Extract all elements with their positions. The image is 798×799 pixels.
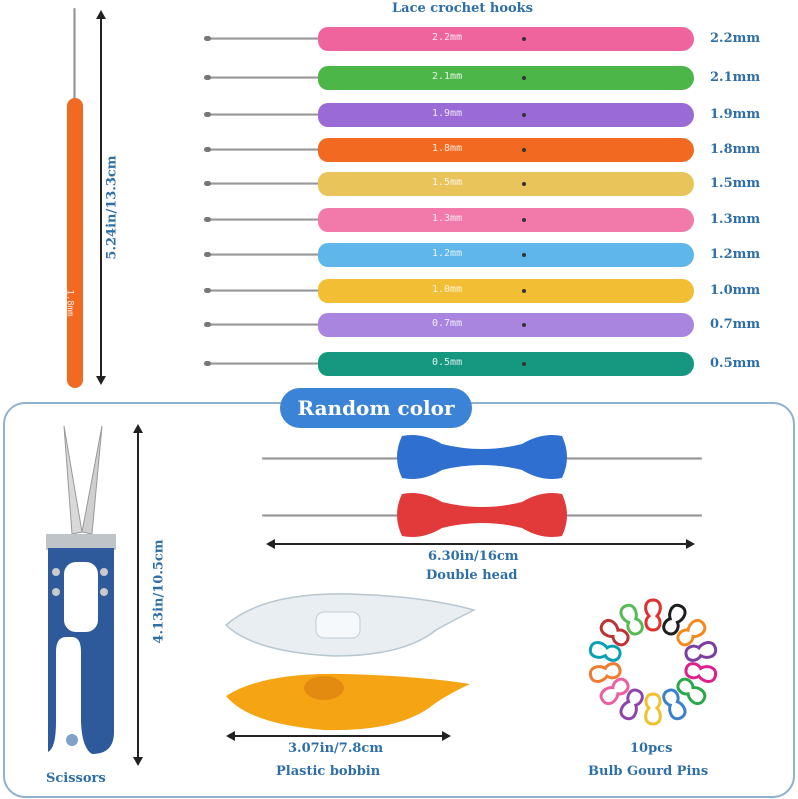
hook-row: 2.1mm: [200, 66, 700, 90]
hook-handle: [318, 313, 694, 337]
hook-row: 1.0mm: [200, 279, 700, 303]
hook-row: 0.5mm: [200, 352, 700, 376]
hook-handle-label: 2.1mm: [432, 71, 463, 82]
hook-size-label: 0.7mm: [710, 317, 761, 332]
hook-handle-label: 1.0mm: [432, 284, 463, 295]
hook-handle: [318, 172, 694, 196]
hook-handle: [318, 208, 694, 232]
bobbin-orange: [224, 666, 474, 736]
hook-size-label: 1.2mm: [710, 247, 761, 262]
scissors-label: Scissors: [46, 771, 106, 786]
hook-handle: [318, 27, 694, 51]
hook-handle: [318, 243, 694, 267]
hook-handle: [318, 138, 694, 162]
scissors-image: [42, 422, 120, 762]
double-head-hook-red: [262, 490, 702, 540]
hook-row: 1.3mm: [200, 208, 700, 232]
bulb-pin: [619, 688, 644, 721]
hook-row: 1.5mm: [200, 172, 700, 196]
random-color-badge: Random color: [280, 388, 472, 428]
hook-handle: [318, 66, 694, 90]
bulb-pin: [599, 618, 630, 647]
hook-handle-label: 1.2mm: [432, 248, 463, 259]
hook-size-label: 1.8mm: [710, 142, 761, 157]
bulb-pin: [684, 662, 718, 683]
bulb-pin: [662, 688, 687, 721]
hook-size-label: 1.0mm: [710, 283, 761, 298]
bobbin-dimension: 3.07in/7.8cm: [288, 741, 384, 756]
single-hook-label: 1.8mm: [64, 289, 75, 317]
hook-handle: [318, 103, 694, 127]
hook-row: 1.8mm: [200, 138, 700, 162]
bulb-pin: [684, 641, 718, 662]
hook-handle-label: 1.9mm: [432, 108, 463, 119]
hook-handle: [318, 279, 694, 303]
bobbin-clear: [224, 590, 479, 660]
bulb-pin: [599, 677, 630, 706]
hook-size-label: 2.2mm: [710, 31, 761, 46]
hook-handle-label: 1.3mm: [432, 213, 463, 224]
hook-size-label: 1.5mm: [710, 176, 761, 191]
page-title: Lace crochet hooks: [392, 1, 534, 16]
bobbin-label: Plastic bobbin: [276, 764, 381, 779]
scissors-dimension: 4.13in/10.5cm: [151, 539, 167, 644]
bulb-pin: [619, 603, 644, 636]
hook-row: 2.2mm: [200, 27, 700, 51]
hook-row: 1.2mm: [200, 243, 700, 267]
hook-handle-label: 1.5mm: [432, 177, 463, 188]
bulb-pin: [676, 677, 707, 706]
bulb-pin: [644, 598, 662, 632]
bulb-pin: [644, 692, 662, 726]
hook-size-label: 0.5mm: [710, 356, 761, 371]
bulb-pin: [588, 641, 622, 662]
bulb-pins-image: [568, 584, 738, 734]
hook-row: 1.9mm: [200, 103, 700, 127]
hook-handle-label: 0.5mm: [432, 357, 463, 368]
pins-count: 10pcs: [630, 741, 673, 756]
bulb-pin: [588, 662, 622, 683]
single-hook: 1.8mm: [64, 8, 86, 390]
double-head-hook-blue: [262, 432, 702, 482]
hook-size-label: 2.1mm: [710, 70, 761, 85]
single-hook-dimension: 5.24in/13.3cm: [104, 155, 120, 260]
hook-size-label: 1.3mm: [710, 212, 761, 227]
double-head-dimension: 6.30in/16cm: [428, 549, 519, 564]
bulb-pin: [662, 603, 687, 636]
pins-label: Bulb Gourd Pins: [588, 764, 709, 779]
hook-size-label: 1.9mm: [710, 107, 761, 122]
hook-handle-label: 1.8mm: [432, 143, 463, 154]
hook-handle: [318, 352, 694, 376]
hook-handle-label: 2.2mm: [432, 32, 463, 43]
bulb-pin: [676, 618, 707, 647]
hook-handle-label: 0.7mm: [432, 318, 463, 329]
hook-row: 0.7mm: [200, 313, 700, 337]
double-head-label: Double head: [426, 568, 518, 583]
